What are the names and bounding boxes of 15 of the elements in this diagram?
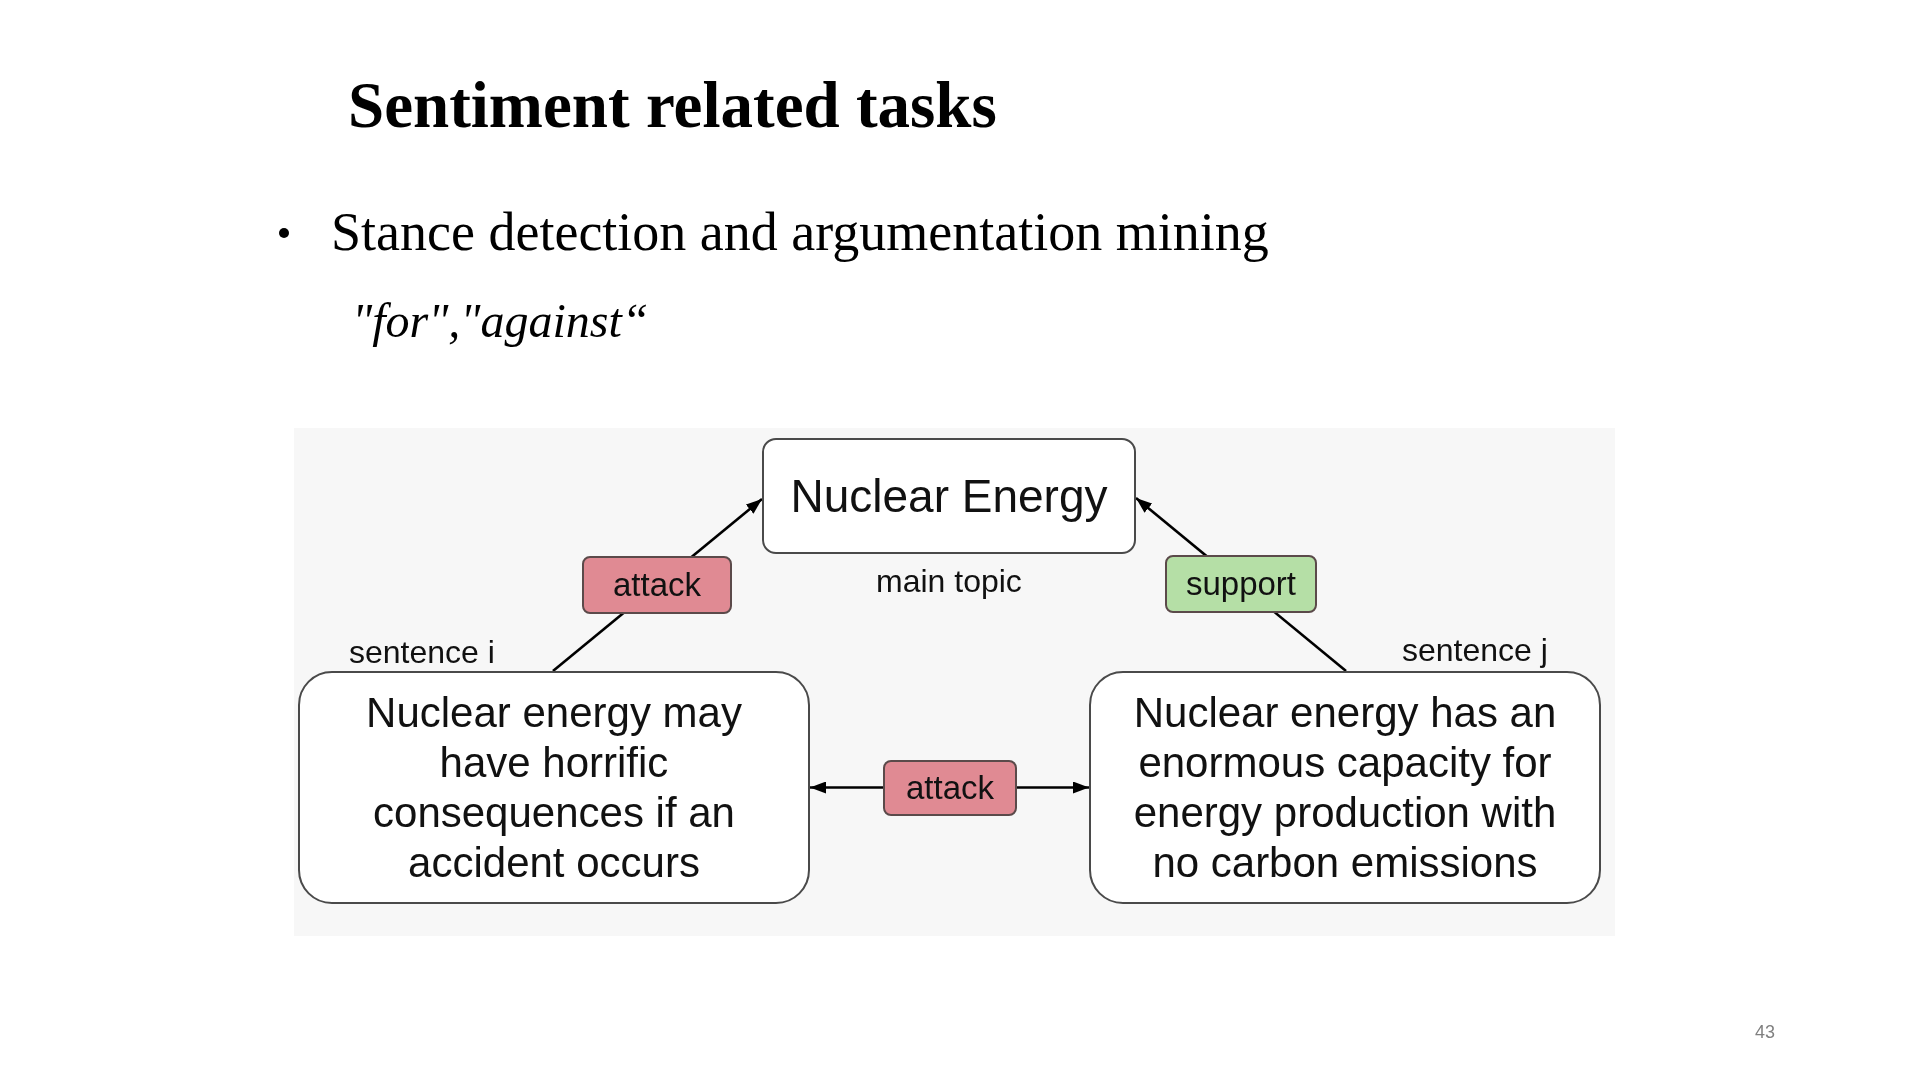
sentence-box [298,671,810,904]
edge-label: attack [883,760,1017,816]
quoted-text: "for","against“ [352,297,649,345]
page-number: 43 [1755,1023,1776,1041]
edge-label: attack [582,556,732,614]
box-caption: sentence j [1402,634,1548,666]
edge-label: support [1165,555,1317,613]
box-text: Nuclear energy may have horrific consequences if an accident occurs [365,687,743,888]
box-caption: main topic [876,565,1022,597]
topic-box [762,438,1136,554]
box-caption: sentence i [349,636,495,668]
slide-title: Sentiment related tasks [348,73,997,138]
box-text: Nuclear energy has an enormous capacity for energy production with no carbon emissions [1132,687,1558,888]
sentence-box [1089,671,1601,904]
box-text: Nuclear Energy [790,471,1108,521]
